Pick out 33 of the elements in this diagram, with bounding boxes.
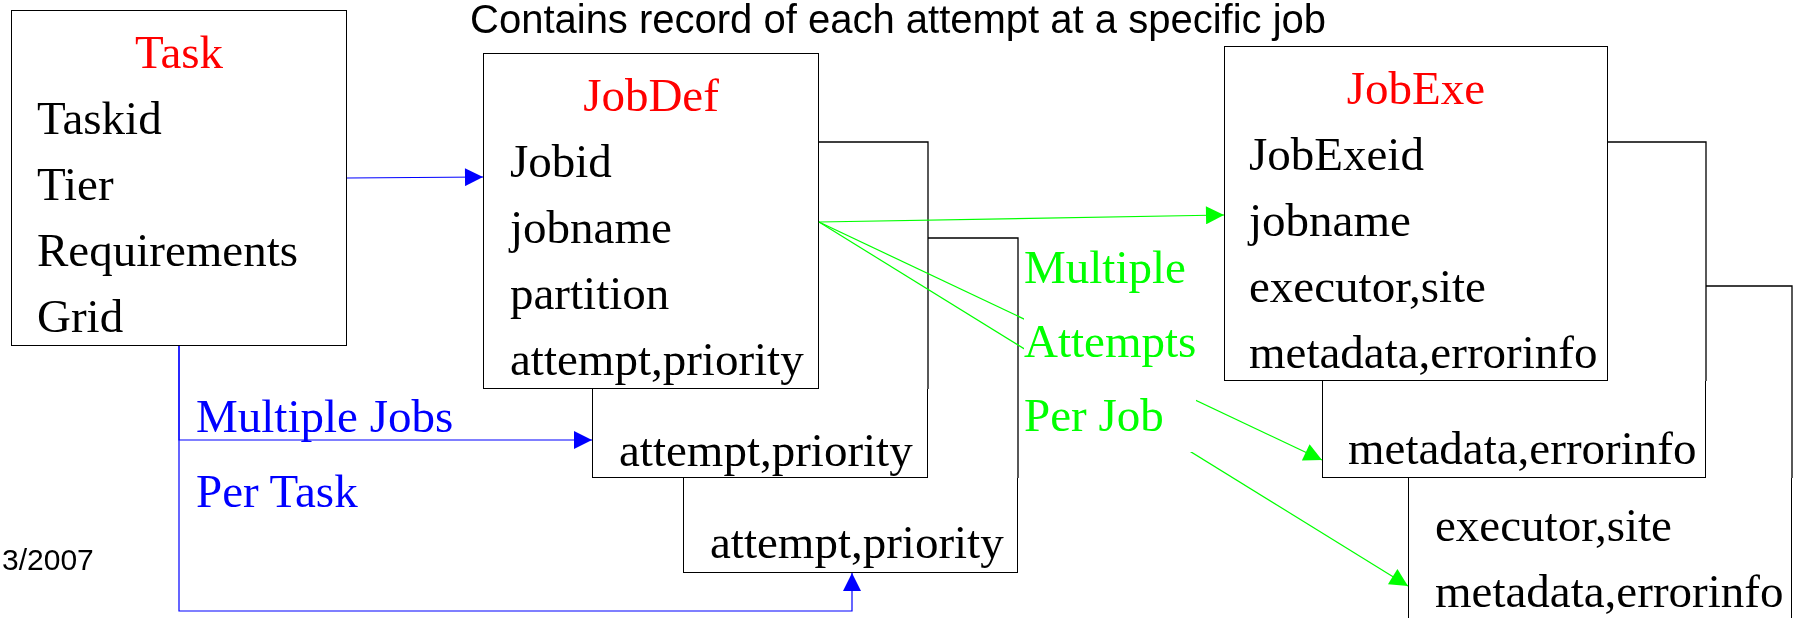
table-title: Task xyxy=(133,27,225,77)
field-name: metadata,errorinfo xyxy=(1435,566,1785,616)
field-name: executor,site xyxy=(1249,261,1487,311)
field-name: executor,site xyxy=(1435,500,1673,550)
arrow xyxy=(346,168,484,187)
stacked-table-box xyxy=(1408,478,1792,618)
table-box xyxy=(1224,46,1608,381)
stacked-table-box xyxy=(592,389,928,478)
stacked-table-box xyxy=(1322,381,1706,478)
field-name: jobname xyxy=(1249,195,1412,245)
stacked-table-box xyxy=(683,478,1018,573)
field-name: Tier xyxy=(37,159,115,209)
field-name: attempt,priority xyxy=(510,334,805,384)
field-name: jobname xyxy=(510,202,673,252)
table-title: JobExe xyxy=(1345,63,1487,113)
field-name: Requirements xyxy=(37,225,300,275)
field-name: attempt,priority xyxy=(710,517,1005,567)
table-title: JobDef xyxy=(582,70,720,120)
table-box xyxy=(483,53,819,389)
field-name: partition xyxy=(510,268,671,318)
note-text: Contains record of each attempt at a specific job xyxy=(470,0,1326,42)
field-name: Taskid xyxy=(37,93,163,143)
field-name: metadata,errorinfo xyxy=(1249,327,1599,377)
field-name: metadata,errorinfo xyxy=(1348,423,1698,473)
field-name: attempt,priority xyxy=(619,425,914,475)
arrow xyxy=(178,345,861,612)
date-text: 3/2007 xyxy=(2,543,94,577)
edge-label: Multiple Jobs Per Task xyxy=(196,389,455,519)
arrow xyxy=(818,206,1225,225)
field-name: JobExeid xyxy=(1249,129,1425,179)
field-name: Grid xyxy=(37,291,125,341)
table-box xyxy=(11,10,347,346)
field-name: Jobid xyxy=(510,136,613,186)
